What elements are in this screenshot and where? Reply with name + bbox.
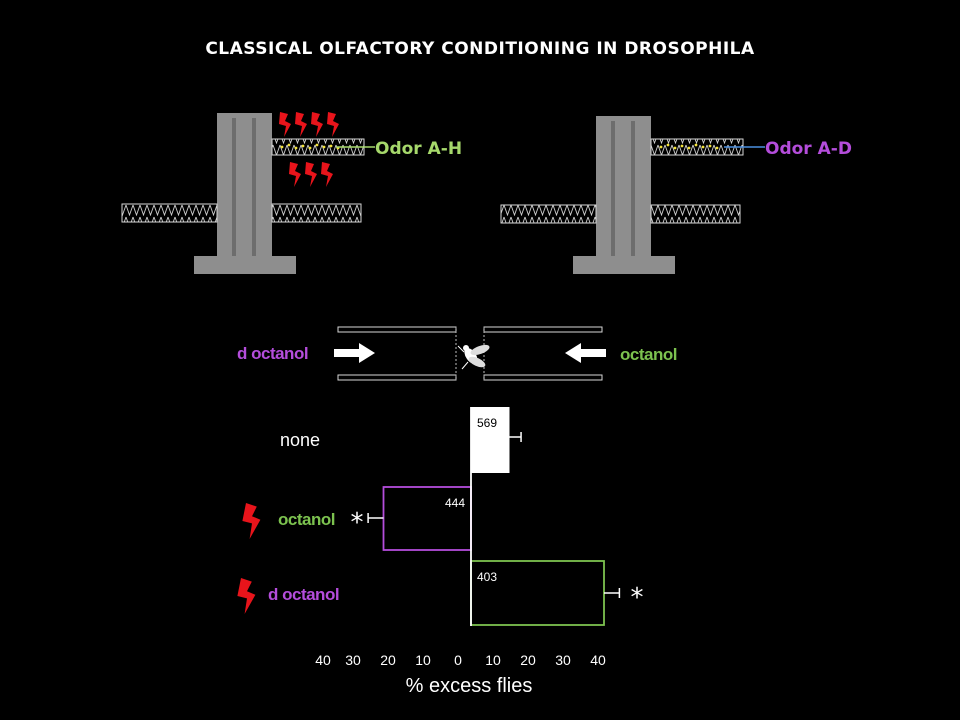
right-lower-tube: [500, 204, 597, 224]
tmaze-tube-wall: [337, 326, 457, 333]
x-tick-label: 40: [315, 652, 331, 668]
arrow-right-icon: [334, 343, 375, 363]
shock-icon: [242, 503, 261, 539]
shock-icons-bottom: [289, 162, 333, 187]
x-tick-label: 20: [520, 652, 536, 668]
category-label: none: [280, 430, 320, 450]
right-column-groove: [631, 121, 635, 257]
category-label: octanol: [278, 510, 335, 529]
left-base: [194, 256, 296, 274]
right-lower-tube: [650, 204, 741, 224]
tmaze-left-label: d octanol: [237, 344, 308, 363]
x-tick-label: 10: [485, 652, 501, 668]
tmaze-right-label: octanol: [620, 345, 677, 364]
sample-size-label: 569: [477, 416, 497, 430]
left-apparatus: Odor A-H: [121, 112, 462, 274]
significance-star: *: [351, 508, 364, 538]
sample-size-label: 444: [445, 496, 465, 510]
x-tick-label: 0: [454, 652, 462, 668]
slide-title: CLASSICAL OLFACTORY CONDITIONING IN DROS…: [205, 39, 755, 59]
left-column-groove: [232, 118, 236, 257]
left-odor-dots: [280, 143, 340, 150]
significance-star: *: [631, 583, 644, 613]
left-odor-label: Odor A-H: [375, 139, 462, 159]
tmaze-tube-wall: [483, 374, 603, 381]
right-odor-dots: [659, 143, 719, 150]
sample-size-label: 403: [477, 570, 497, 584]
left-column: [217, 113, 272, 257]
x-tick-label: 20: [380, 652, 396, 668]
right-base: [573, 256, 675, 274]
x-axis-label: % excess flies: [406, 675, 533, 697]
category-label: d octanol: [268, 585, 339, 604]
bar-none: [471, 407, 510, 473]
x-tick-label: 40: [590, 652, 606, 668]
left-lower-tube: [271, 203, 362, 223]
shock-icons-top: [279, 112, 339, 137]
fly-icon: [457, 344, 490, 370]
tmaze-tube-wall: [483, 326, 603, 333]
right-column-groove: [611, 121, 615, 257]
right-odor-label: Odor A-D: [765, 139, 852, 159]
tmaze-tube-wall: [337, 374, 457, 381]
right-column: [596, 116, 651, 257]
x-tick-label: 30: [555, 652, 571, 668]
x-tick-label: 30: [345, 652, 361, 668]
left-column-groove: [252, 118, 256, 257]
bar-chart: % excess flies 569 none 444 octanol * 403 d oc…: [237, 407, 644, 697]
shock-icon: [237, 578, 256, 614]
right-apparatus: Odor A-D: [500, 116, 852, 274]
tmaze: d octanol octanol: [237, 326, 677, 381]
left-lower-tube: [121, 203, 218, 223]
arrow-left-icon: [565, 343, 606, 363]
x-tick-label: 10: [415, 652, 431, 668]
